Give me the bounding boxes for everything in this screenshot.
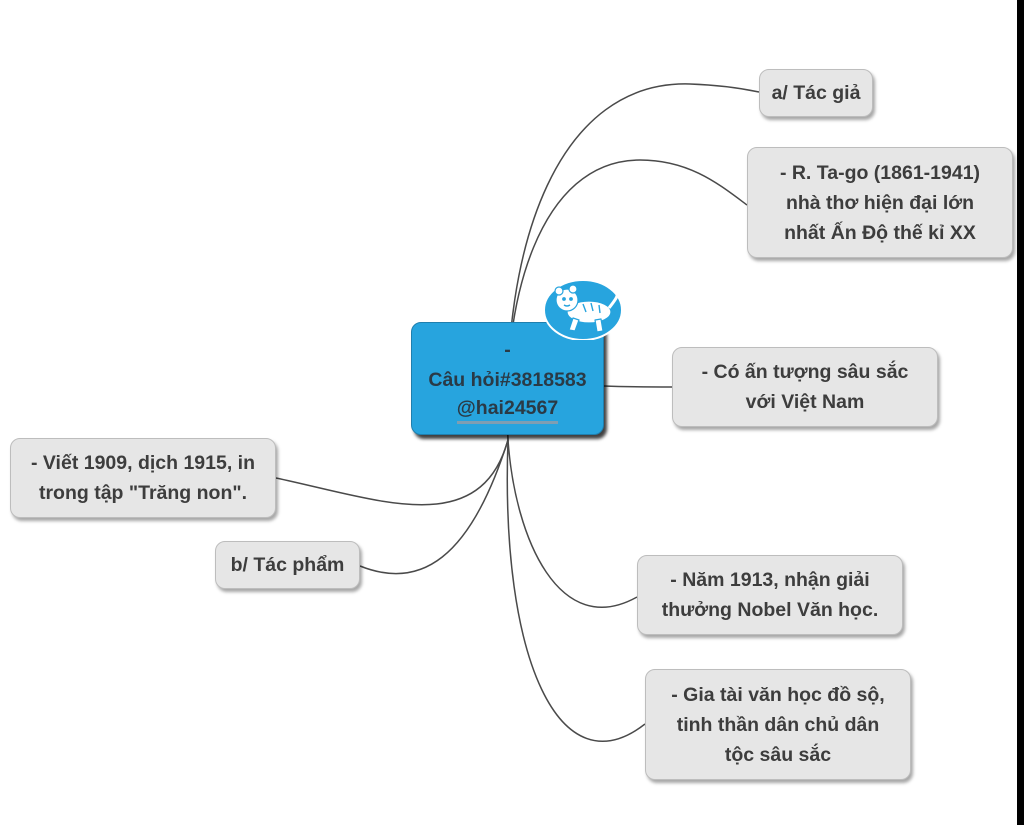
right-edge-bar	[1017, 0, 1024, 825]
central-topic-question-id: Câu hỏi#3818583	[428, 369, 587, 391]
central-topic-dash: -	[504, 339, 511, 361]
node-nobel-line2: thưởng Nobel Văn học.	[661, 599, 879, 621]
connector-an-tuong	[603, 385, 673, 388]
node-ta-go[interactable]: - R. Ta-go (1861-1941) nhà thơ hiện đại …	[747, 147, 1013, 258]
connector-gia-tai	[506, 439, 646, 742]
node-gia-tai[interactable]: - Gia tài văn học đồ sộ, tinh thần dân c…	[645, 669, 911, 780]
connector-nobel	[507, 439, 638, 608]
node-an-tuong[interactable]: - Có ấn tượng sâu sắc với Việt Nam	[672, 347, 938, 427]
node-an-tuong-line2: với Việt Nam	[745, 391, 865, 413]
node-viet-1909[interactable]: - Viết 1909, dịch 1915, in trong tập "Tr…	[10, 438, 276, 518]
node-viet-1909-line1: - Viết 1909, dịch 1915, in	[30, 452, 255, 474]
node-ta-go-line3: nhất Ấn Độ thế kỉ XX	[784, 221, 976, 244]
connector-viet-1909	[275, 439, 509, 506]
connector-b-tac-pham	[359, 439, 509, 575]
node-ta-go-line2: nhà thơ hiện đại lớn	[785, 191, 975, 214]
node-gia-tai-line3: tộc sâu sắc	[724, 743, 832, 766]
node-b-tac-pham-label: b/ Tác phẩm	[230, 554, 345, 576]
node-a-tac-gia[interactable]: a/ Tác giả	[759, 69, 873, 117]
tiger-mascot-icon	[543, 279, 623, 340]
node-viet-1909-line2: trong tập "Trăng non".	[38, 482, 248, 504]
central-topic-node[interactable]: - Câu hỏi#3818583 @hai24567	[411, 322, 604, 435]
node-a-tac-gia-label: a/ Tác giả	[771, 82, 861, 104]
node-an-tuong-line1: - Có ấn tượng sâu sắc	[701, 361, 909, 383]
node-gia-tai-line2: tinh thần dân chủ dân	[676, 713, 880, 736]
node-nobel-line1: - Năm 1913, nhận giải	[670, 569, 870, 591]
node-gia-tai-line1: - Gia tài văn học đồ sộ,	[671, 683, 885, 706]
node-b-tac-pham[interactable]: b/ Tác phẩm	[215, 541, 360, 589]
node-ta-go-line1: - R. Ta-go (1861-1941)	[779, 161, 981, 184]
central-topic-user-handle[interactable]: @hai24567	[456, 395, 559, 424]
node-nobel[interactable]: - Năm 1913, nhận giải thưởng Nobel Văn h…	[637, 555, 903, 635]
connector-a-tac-gia	[506, 83, 760, 441]
